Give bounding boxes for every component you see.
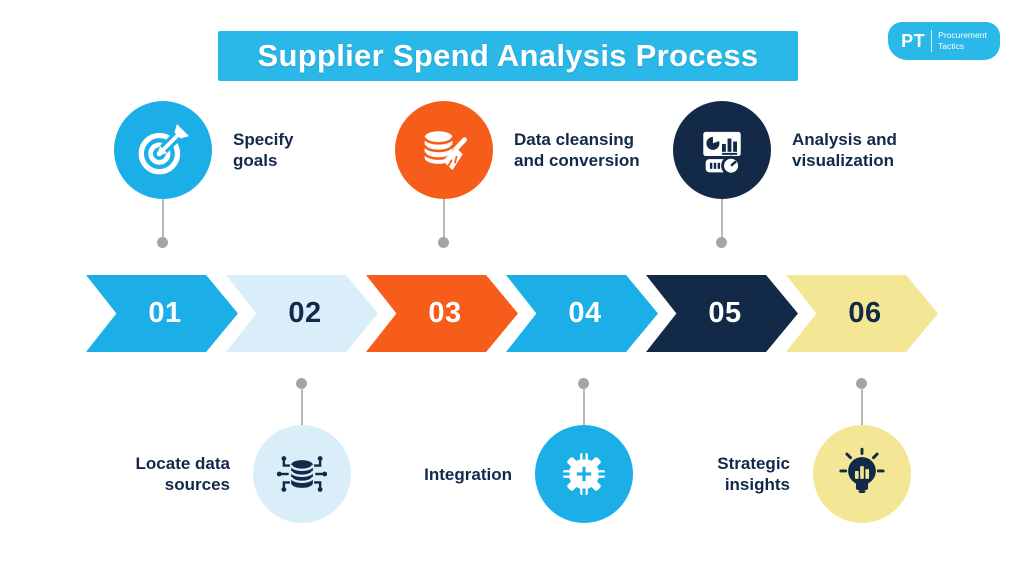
step-02-label-line2: sources bbox=[164, 475, 230, 494]
logo-divider bbox=[931, 30, 933, 52]
brand-logo[interactable]: PT Procurement Tactics bbox=[888, 22, 1000, 60]
analysis-dashboard-icon bbox=[703, 131, 741, 176]
step-06-label-line2: insights bbox=[724, 475, 790, 494]
integration-puzzle-gear-icon bbox=[560, 450, 608, 498]
strategic-insights-bulb-icon bbox=[839, 447, 885, 493]
connector-line bbox=[443, 199, 445, 238]
step-06-label: Strategic insights bbox=[610, 448, 790, 500]
logo-name: Procurement Tactics bbox=[938, 30, 987, 51]
connector-line bbox=[721, 199, 723, 238]
step-01-label-line2: goals bbox=[233, 151, 278, 170]
connector-dot bbox=[716, 237, 727, 248]
connector-line bbox=[861, 388, 863, 426]
step-01-label: Specify goals bbox=[233, 128, 293, 172]
data-cleansing-icon bbox=[423, 131, 467, 170]
connector-line bbox=[583, 388, 585, 426]
step-05-label-line2: visualization bbox=[792, 151, 895, 170]
arrow-number-04: 04 bbox=[568, 297, 602, 329]
title-banner: Supplier Spend Analysis Process bbox=[218, 31, 798, 81]
arrow-number-05: 05 bbox=[708, 297, 742, 329]
step-05-circle bbox=[673, 101, 771, 199]
data-sources-network-icon bbox=[276, 456, 328, 492]
arrow-number-02: 02 bbox=[288, 297, 322, 329]
process-arrow-05: 05 bbox=[646, 275, 798, 352]
arrow-number-01: 01 bbox=[148, 297, 182, 329]
connector-dot bbox=[856, 378, 867, 389]
logo-name-line1: Procurement bbox=[938, 30, 987, 41]
step-03-label-line2: and conversion bbox=[514, 151, 640, 170]
connector-dot bbox=[296, 378, 307, 389]
step-04-label-line1: Integration bbox=[424, 464, 512, 484]
connector-dot bbox=[578, 378, 589, 389]
logo-name-line2: Tactics bbox=[938, 41, 965, 51]
step-01-label-line1: Specify bbox=[233, 130, 294, 149]
connector-line bbox=[301, 388, 303, 426]
target-goal-icon bbox=[138, 124, 189, 175]
process-arrow-02: 02 bbox=[226, 275, 378, 352]
step-02-circle bbox=[253, 425, 351, 523]
step-01-circle bbox=[114, 101, 212, 199]
step-02-label: Locate data sources bbox=[50, 448, 230, 500]
connector-line bbox=[162, 199, 164, 238]
process-arrow-06: 06 bbox=[786, 275, 938, 352]
step-04-circle bbox=[535, 425, 633, 523]
process-arrow-04: 04 bbox=[506, 275, 658, 352]
process-arrow-03: 03 bbox=[366, 275, 518, 352]
connector-dot bbox=[438, 237, 449, 248]
process-arrow-01: 01 bbox=[86, 275, 238, 352]
arrow-number-03: 03 bbox=[428, 297, 462, 329]
step-03-label: Data cleansing and conversion bbox=[514, 128, 640, 172]
step-03-circle bbox=[395, 101, 493, 199]
logo-initials: PT bbox=[901, 30, 926, 51]
step-04-label: Integration bbox=[332, 448, 512, 500]
step-05-label-line1: Analysis and bbox=[792, 130, 897, 149]
step-05-label: Analysis and visualization bbox=[792, 128, 897, 172]
step-02-label-line1: Locate data bbox=[135, 454, 230, 473]
step-06-label-line1: Strategic bbox=[717, 454, 790, 473]
connector-dot bbox=[157, 237, 168, 248]
step-06-circle bbox=[813, 425, 911, 523]
page-title: Supplier Spend Analysis Process bbox=[257, 38, 759, 73]
arrow-number-06: 06 bbox=[848, 297, 882, 329]
step-03-label-line1: Data cleansing bbox=[514, 130, 634, 149]
